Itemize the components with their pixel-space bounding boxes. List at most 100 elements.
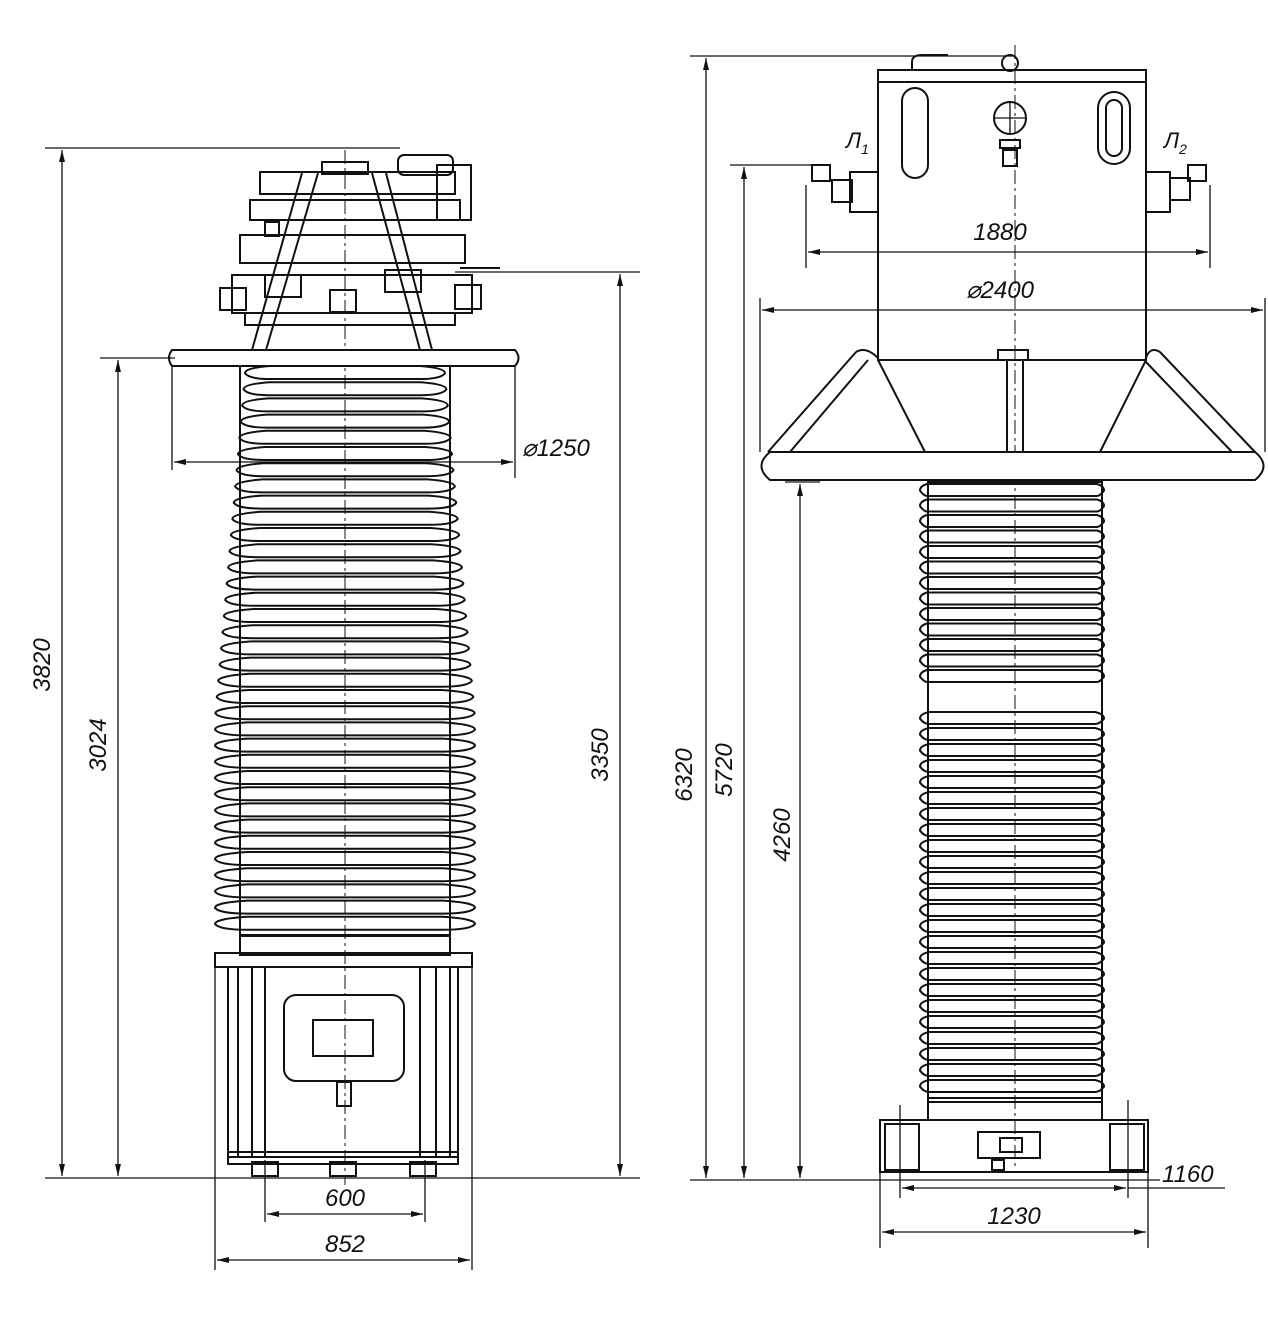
left-shed (213, 915, 477, 931)
dim-left-base-width: 852 (325, 1231, 365, 1258)
left-shed (213, 867, 477, 883)
left-shed (235, 462, 455, 478)
left-nameplate (283, 994, 405, 1082)
right-shed (918, 529, 1106, 544)
right-shed (918, 887, 1106, 901)
right-shed (918, 1047, 1106, 1061)
right-shed (918, 743, 1106, 757)
right-shed (918, 591, 1106, 606)
dim-right-terminal-height: 5720 (711, 743, 738, 797)
left-shed (227, 559, 463, 575)
right-shed (918, 759, 1106, 773)
left-shed (234, 478, 456, 494)
terminal-l2-label: Л2 (1162, 128, 1187, 157)
right-shed (918, 622, 1106, 637)
left-shed (213, 770, 477, 785)
left-shed (242, 381, 448, 397)
right-shed (918, 576, 1106, 590)
left-shed (213, 834, 477, 850)
right-shed (918, 983, 1106, 997)
left-base-housing (214, 934, 473, 1177)
left-shed (224, 591, 466, 607)
right-shed (918, 823, 1106, 837)
right-insulator-sheds (918, 481, 1106, 1103)
left-shed (243, 365, 447, 380)
dim-left-total-height: 3820 (29, 638, 56, 692)
dim-left-bolt-spacing: 600 (325, 1185, 366, 1212)
right-shed (918, 807, 1106, 821)
left-shed (229, 527, 461, 542)
left-shed (213, 818, 477, 834)
right-shed (918, 483, 1106, 497)
right-shed (918, 903, 1106, 917)
terminal-l1-label: Л1 (844, 128, 869, 157)
right-base (879, 1097, 1149, 1173)
left-shed (228, 543, 462, 559)
right-shed (918, 871, 1106, 885)
dim-right-top-diameter: ⌀2400 (966, 277, 1034, 304)
right-shed (918, 935, 1106, 949)
right-shed (918, 1079, 1106, 1093)
right-dimensions: 6320 5720 4260 1880 ⌀2400 1160 1230 Л1 Л… (671, 55, 1266, 1248)
dim-left-upper-height: 3350 (587, 728, 614, 782)
left-shed (221, 624, 469, 640)
right-shed (918, 498, 1106, 513)
right-shed (918, 545, 1106, 559)
right-shed (918, 855, 1106, 869)
left-shed (239, 413, 451, 429)
left-shed (241, 397, 449, 413)
left-shed (232, 494, 458, 510)
right-elevation-view: 6320 5720 4260 1880 ⌀2400 1160 1230 Л1 Л… (671, 45, 1266, 1248)
left-shed (213, 737, 477, 753)
dim-left-shed-diameter: ⌀1250 (522, 435, 590, 462)
sight-window-icon (1097, 91, 1131, 165)
right-shed (918, 775, 1106, 789)
left-shed (231, 510, 459, 526)
dim-right-total-height: 6320 (671, 748, 698, 802)
right-shed (918, 653, 1106, 668)
left-shed (225, 575, 465, 591)
right-shed (918, 999, 1106, 1013)
left-top-flange (168, 349, 520, 367)
right-shed (918, 607, 1106, 621)
left-shed (238, 429, 452, 445)
dim-left-insulator-height: 3024 (85, 718, 112, 771)
left-shed (219, 640, 471, 656)
left-shed (222, 608, 468, 623)
left-shed (213, 851, 477, 866)
left-elevation-view: 3820 3024 3350 ⌀1250 600 852 (29, 147, 640, 1270)
left-shed (214, 705, 476, 721)
left-dimensions: 3820 3024 3350 ⌀1250 600 852 (29, 147, 640, 1270)
left-shed (213, 802, 477, 818)
right-shed (918, 560, 1106, 575)
right-shed (918, 951, 1106, 965)
right-shed (918, 839, 1106, 853)
right-shed (918, 669, 1106, 683)
left-head-assembly (219, 154, 500, 351)
oil-gauge-icon (901, 87, 929, 179)
right-tank (767, 54, 1256, 453)
right-shed (918, 791, 1106, 805)
right-flange (760, 451, 1265, 481)
right-shed (918, 711, 1106, 725)
left-shed (217, 672, 473, 688)
right-shed (918, 1015, 1106, 1029)
terminal-l2 (1145, 171, 1171, 213)
left-shed (213, 786, 477, 802)
left-shed (215, 689, 475, 704)
right-shed (918, 967, 1106, 981)
right-shed (918, 638, 1106, 652)
right-shed (918, 1063, 1106, 1077)
right-shed (918, 727, 1106, 741)
left-shed (213, 883, 477, 899)
left-shed (213, 721, 477, 737)
right-shed (918, 1031, 1106, 1045)
dim-right-insulator-height: 4260 (769, 808, 796, 862)
left-shed (213, 753, 477, 769)
dim-right-terminal-span: 1880 (973, 219, 1027, 246)
left-shed (213, 899, 477, 915)
right-shed (918, 919, 1106, 933)
dim-right-base-width: 1230 (987, 1203, 1041, 1230)
left-shed (218, 656, 472, 672)
